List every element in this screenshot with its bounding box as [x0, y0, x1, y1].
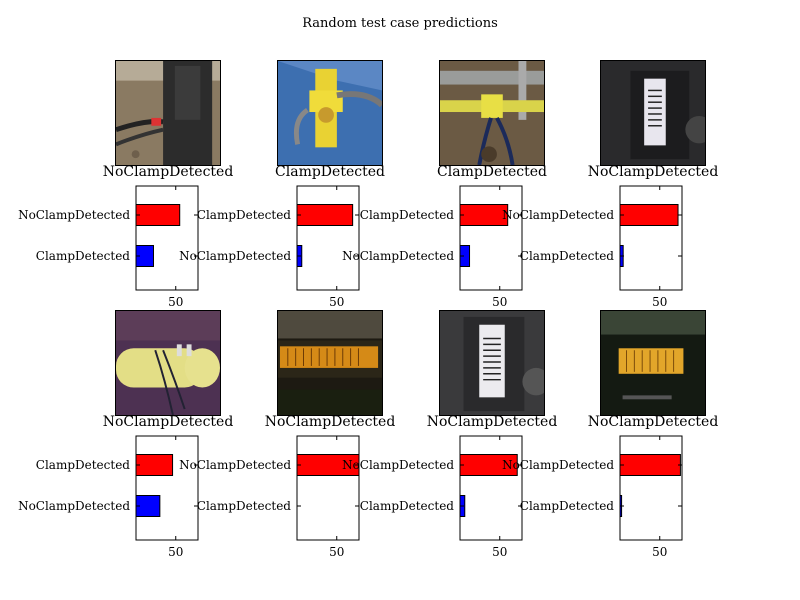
category-label-6-1: NoClampDetected: [179, 458, 291, 472]
thumbnail-image-1: [115, 60, 221, 166]
thumbnail-image-3: [439, 60, 545, 166]
xtick-label-8: 50: [652, 545, 667, 559]
xtick-label-5: 50: [168, 545, 183, 559]
category-label-1-1: NoClampDetected: [18, 208, 130, 222]
bar-8-1: [619, 454, 681, 476]
prediction-label-8: NoClampDetected: [587, 414, 719, 430]
xtick-label-3: 50: [492, 295, 507, 309]
axes-frame-3: [459, 185, 523, 291]
bar-4-1: [619, 204, 679, 226]
prediction-label-7: NoClampDetected: [426, 414, 558, 430]
category-label-7-1: NoClampDetected: [342, 458, 454, 472]
axes-frame-8: [619, 435, 683, 541]
axes-frame-5: [135, 435, 199, 541]
category-label-5-2: NoClampDetected: [18, 499, 130, 513]
prediction-label-1: NoClampDetected: [102, 164, 234, 180]
thumbnail-image-5: [115, 310, 221, 416]
category-label-5-1: ClampDetected: [36, 458, 131, 472]
category-label-4-1: NoClampDetected: [502, 208, 614, 222]
category-label-2-2: NoClampDetected: [179, 249, 291, 263]
prediction-label-5: NoClampDetected: [102, 414, 234, 430]
xtick-label-2: 50: [329, 295, 344, 309]
category-label-3-1: ClampDetected: [360, 208, 455, 222]
xtick-label-4: 50: [652, 295, 667, 309]
bar-1-1: [135, 204, 181, 226]
xtick-label-1: 50: [168, 295, 183, 309]
prediction-label-6: NoClampDetected: [264, 414, 396, 430]
thumbnail-image-2: [277, 60, 383, 166]
prediction-label-2: ClampDetected: [275, 164, 385, 180]
category-label-3-2: NoClampDetected: [342, 249, 454, 263]
axes-frame-2: [296, 185, 360, 291]
category-label-2-1: ClampDetected: [197, 208, 292, 222]
category-label-8-2: ClampDetected: [520, 499, 615, 513]
bar-2-1: [296, 204, 354, 226]
axes-frame-6: [296, 435, 360, 541]
thumbnail-image-6: [277, 310, 383, 416]
bar-3-1: [459, 204, 509, 226]
figure-title: Random test case predictions: [302, 16, 498, 31]
axes-frame-4: [619, 185, 683, 291]
category-label-4-2: ClampDetected: [520, 249, 615, 263]
prediction-label-4: NoClampDetected: [587, 164, 719, 180]
xtick-label-7: 50: [492, 545, 507, 559]
category-label-1-2: ClampDetected: [36, 249, 131, 263]
xtick-label-6: 50: [329, 545, 344, 559]
category-label-7-2: ClampDetected: [360, 499, 455, 513]
bar-5-1: [135, 454, 174, 476]
category-label-8-1: NoClampDetected: [502, 458, 614, 472]
axes-frame-1: [135, 185, 199, 291]
axes-frame-7: [459, 435, 523, 541]
thumbnail-image-7: [439, 310, 545, 416]
prediction-label-3: ClampDetected: [437, 164, 547, 180]
thumbnail-image-4: [600, 60, 706, 166]
category-label-6-2: ClampDetected: [197, 499, 292, 513]
thumbnail-image-8: [600, 310, 706, 416]
